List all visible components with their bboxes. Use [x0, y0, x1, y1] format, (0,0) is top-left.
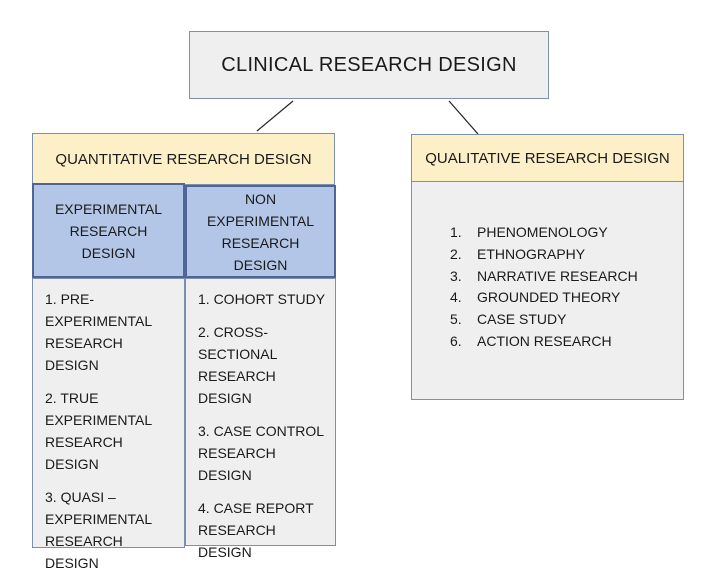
list-item: 3. CASE CONTROL RESEARCH DESIGN	[198, 423, 324, 483]
item-number: 1.	[450, 224, 462, 240]
item-number: 5.	[450, 311, 462, 328]
list-item: 1. PRE-EXPERIMENTAL RESEARCH DESIGN	[45, 291, 152, 373]
experimental-header: EXPERIMENTAL RESEARCH DESIGN	[32, 183, 185, 278]
item-label: ACTION RESEARCH	[477, 332, 612, 349]
list-item: 1. COHORT STUDY	[198, 291, 326, 307]
item-number: 2.	[450, 245, 462, 262]
quantitative-header: QUANTITATIVE RESEARCH DESIGN	[32, 133, 335, 185]
item-number: 3.	[450, 267, 462, 284]
non-experimental-list: 1. COHORT STUDY 2. CROSS-SECTIONAL RESEA…	[185, 278, 336, 560]
non-experimental-header: NON EXPERIMENTAL RESEARCH DESIGN	[185, 185, 336, 278]
item-label: PHENOMENOLOGY	[477, 224, 608, 240]
connector-to-qualitative	[448, 100, 479, 135]
list-item: 3. QUASI – EXPERIMENTAL RESEARCH DESIGN	[45, 489, 152, 571]
root-node-title: CLINICAL RESEARCH DESIGN	[189, 31, 549, 99]
list-item: 2. ETHNOGRAPHY	[450, 244, 683, 266]
list-item: 2. TRUE EXPERIMENTAL RESEARCH DESIGN	[45, 390, 152, 472]
list-item: 1. PHENOMENOLOGY	[450, 222, 683, 244]
list-item: 3. NARRATIVE RESEARCH	[450, 266, 683, 288]
item-label: ETHNOGRAPHY	[477, 245, 586, 262]
list-item: 4. CASE REPORT RESEARCH DESIGN	[198, 500, 314, 560]
list-item: 2. CROSS-SECTIONAL RESEARCH DESIGN	[198, 324, 277, 406]
connector-to-quantitative	[256, 100, 294, 132]
item-label: GROUNDED THEORY	[477, 289, 621, 306]
list-item: 5. CASE STUDY	[450, 309, 683, 331]
item-label: NARRATIVE RESEARCH	[477, 267, 638, 284]
qualitative-header: QUALITATIVE RESEARCH DESIGN	[411, 134, 684, 183]
item-label: CASE STUDY	[477, 311, 567, 328]
item-number: 6.	[450, 332, 462, 349]
item-number: 4.	[450, 289, 462, 306]
list-item: 6. ACTION RESEARCH	[450, 331, 683, 353]
list-item: 4. GROUNDED THEORY	[450, 287, 683, 309]
experimental-list: 1. PRE-EXPERIMENTAL RESEARCH DESIGN 2. T…	[32, 278, 185, 571]
qualitative-list: 1. PHENOMENOLOGY 2. ETHNOGRAPHY 3. NARRATIV…	[411, 181, 684, 400]
